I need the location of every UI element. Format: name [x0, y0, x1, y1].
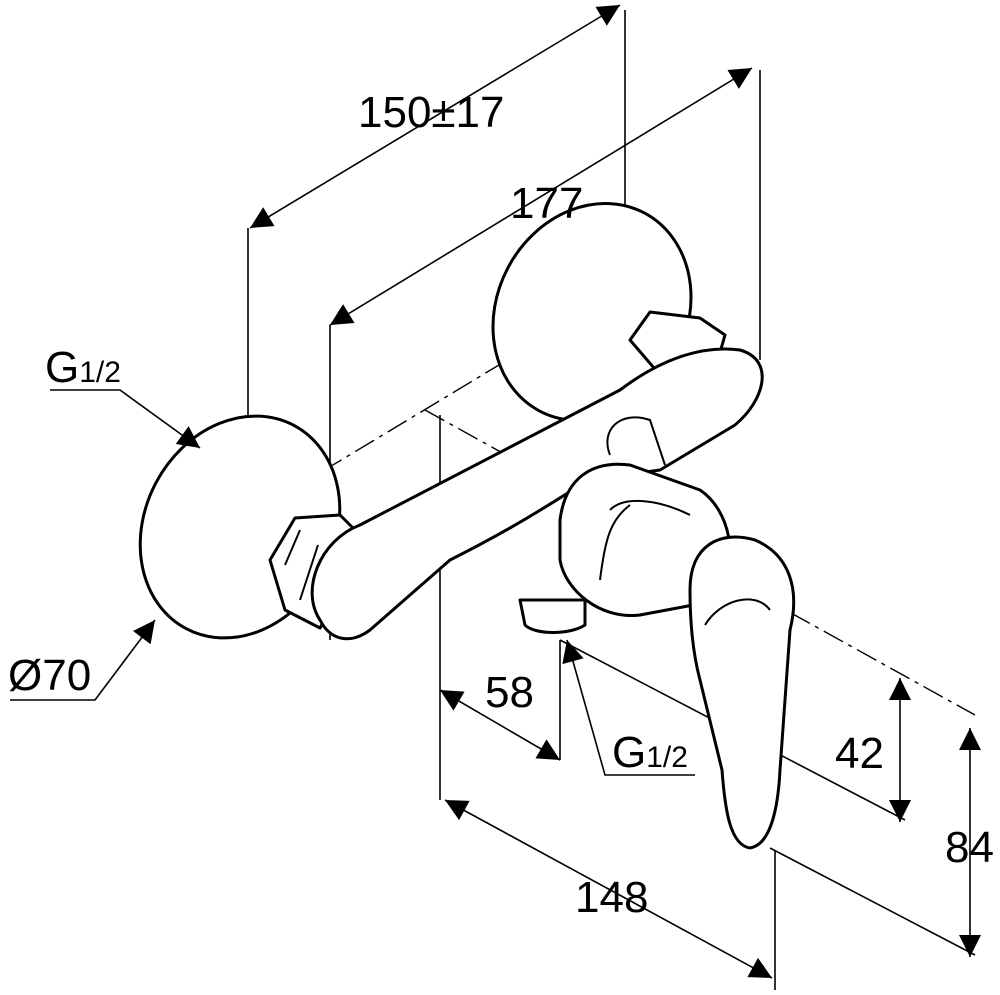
- dim-line-177: [329, 67, 753, 326]
- lever-handle: [688, 535, 796, 850]
- label-84: 84: [945, 823, 994, 872]
- dimension-labels: 150±17 177 G1/2 Ø70 58 G1/2 42 84 148: [8, 88, 994, 922]
- label-177: 177: [510, 179, 583, 228]
- dimension-lines: [10, 4, 981, 979]
- dim-line-58: [439, 689, 561, 761]
- label-d70: Ø70: [8, 651, 91, 700]
- label-148: 148: [575, 873, 648, 922]
- leader-g12-bottom: [562, 639, 695, 776]
- label-42: 42: [835, 729, 884, 778]
- label-g12-bottom: G1/2: [612, 728, 688, 777]
- leader-d70: [10, 619, 156, 701]
- leader-g12-left: [50, 389, 201, 449]
- label-58: 58: [485, 668, 534, 717]
- outlet-thread: [518, 598, 587, 634]
- dim-line-148: [444, 799, 773, 979]
- shower-mixer: [138, 202, 796, 850]
- label-g12-left: G1/2: [45, 343, 121, 392]
- label-150: 150±17: [358, 88, 505, 137]
